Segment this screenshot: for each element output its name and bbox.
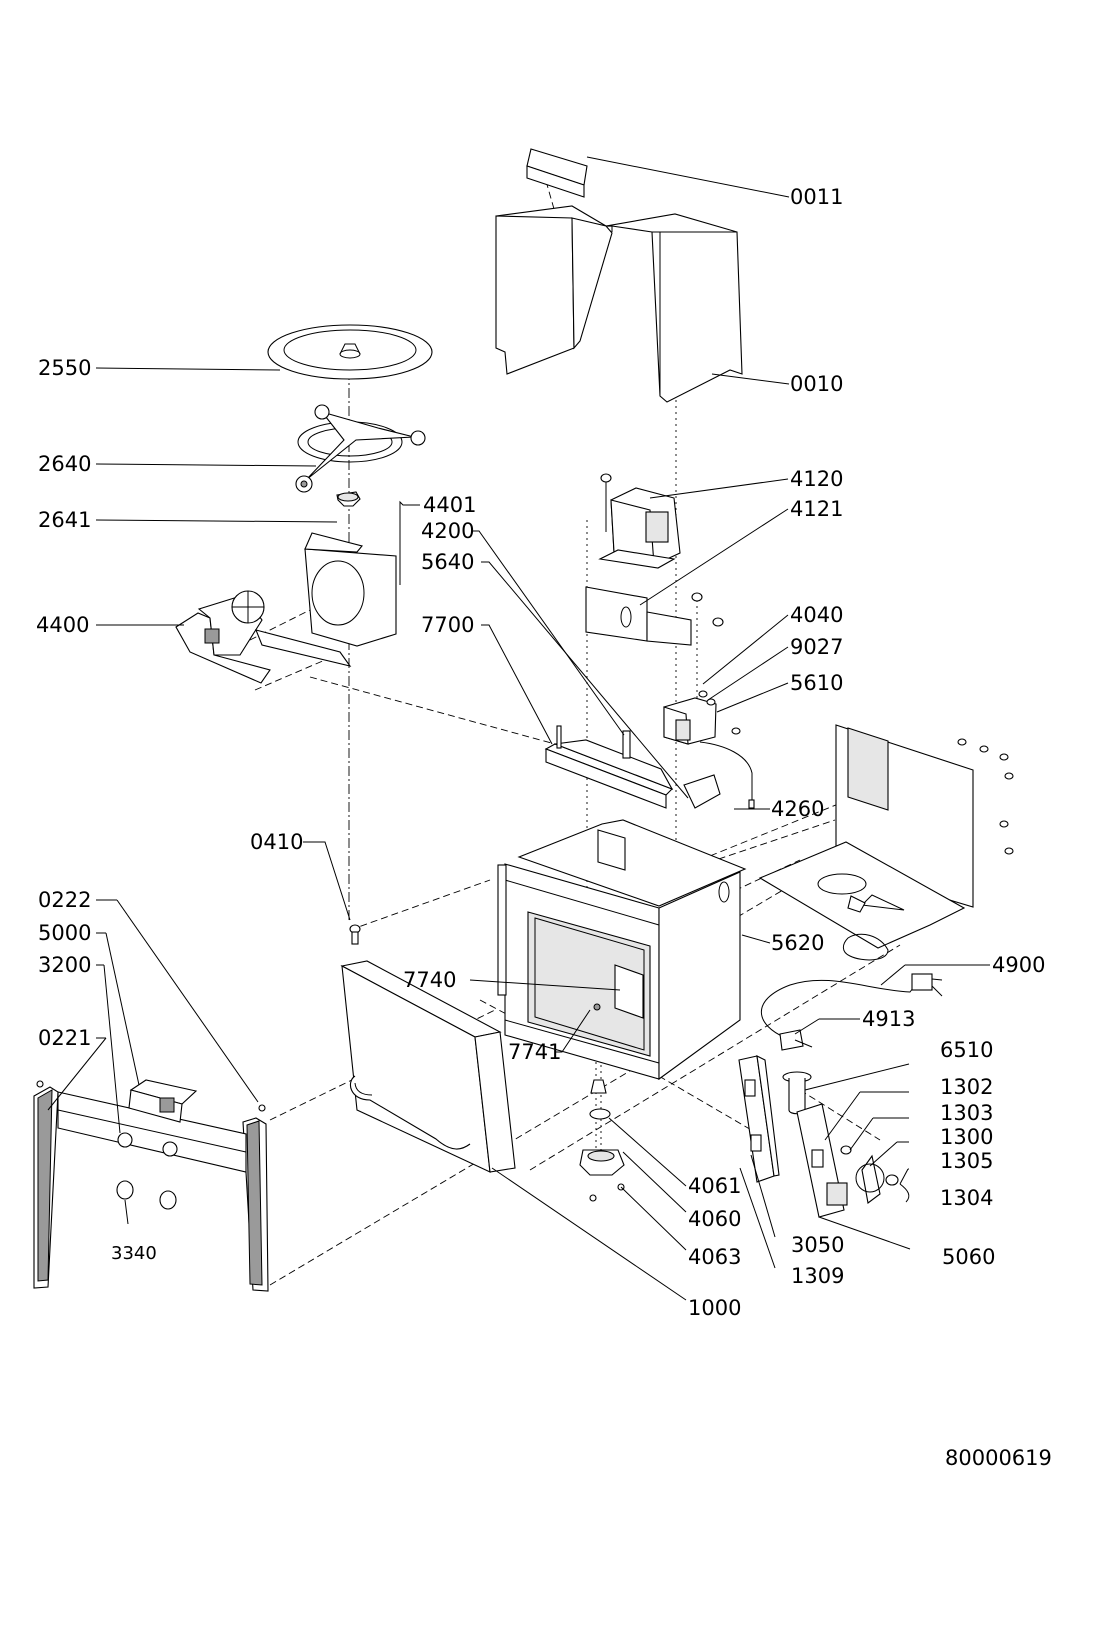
part-label-4400: 4400	[36, 613, 89, 637]
part-label-4913: 4913	[862, 1007, 915, 1031]
part-label-0011: 0011	[790, 185, 843, 209]
high-voltage-capacitor	[663, 690, 755, 809]
part-label-1302: 1302	[940, 1075, 993, 1099]
part-label-1300: 1300	[940, 1125, 993, 1149]
part-label-5000: 5000	[38, 921, 91, 945]
part-label-2640: 2640	[38, 452, 91, 476]
part-label-5640: 5640	[421, 550, 474, 574]
screw-0410	[349, 924, 361, 945]
part-label-7740: 7740	[403, 968, 456, 992]
part-label-1000: 1000	[688, 1296, 741, 1320]
main-cavity	[497, 819, 747, 1081]
part-label-0010: 0010	[790, 372, 843, 396]
part-label-4401: 4401	[423, 493, 476, 517]
part-labels: 0011 0010 2550 2640 2641 4401 4200 5640 …	[36, 185, 1045, 1320]
part-label-3050: 3050	[791, 1233, 844, 1257]
part-label-4040: 4040	[790, 603, 843, 627]
transformer	[585, 473, 724, 646]
part-label-4900: 4900	[992, 953, 1045, 977]
part-label-4121: 4121	[790, 497, 843, 521]
part-label-7700: 7700	[421, 613, 474, 637]
part-label-5620: 5620	[771, 931, 824, 955]
leader-lines	[47, 156, 990, 1301]
part-label-4061: 4061	[688, 1174, 741, 1198]
part-label-7741: 7741	[508, 1040, 561, 1064]
part-label-4120: 4120	[790, 467, 843, 491]
part-label-0410: 0410	[250, 830, 303, 854]
document-number: 80000619	[945, 1446, 1052, 1470]
part-label-5610: 5610	[790, 671, 843, 695]
part-label-5060: 5060	[942, 1245, 995, 1269]
turntable-coupler	[336, 491, 361, 507]
part-label-1309: 1309	[791, 1264, 844, 1288]
part-label-2641: 2641	[38, 508, 91, 532]
waveguide-assembly	[544, 725, 721, 809]
control-panel-frame	[33, 1079, 269, 1292]
part-label-1304: 1304	[940, 1186, 993, 1210]
capacitor-6510	[782, 1071, 812, 1115]
fan-motor-duct	[175, 532, 397, 684]
part-label-4063: 4063	[688, 1245, 741, 1269]
part-label-1303: 1303	[940, 1101, 993, 1125]
part-label-4260: 4260	[771, 797, 824, 821]
part-label-4060: 4060	[688, 1207, 741, 1231]
outer-case-cover	[495, 148, 743, 403]
roller-ring-support	[295, 404, 426, 493]
part-label-2550: 2550	[38, 356, 91, 380]
part-label-0222: 0222	[38, 888, 91, 912]
part-label-3340: 3340	[111, 1243, 157, 1264]
door-panel	[340, 960, 516, 1173]
part-label-3200: 3200	[38, 953, 91, 977]
part-label-1305: 1305	[940, 1149, 993, 1173]
rear-panel-and-base	[758, 724, 1014, 961]
door-switch-assembly	[738, 1055, 910, 1218]
part-label-6510: 6510	[940, 1038, 993, 1062]
part-label-4200: 4200	[421, 519, 474, 543]
turntable-motor	[579, 1079, 625, 1202]
power-cord	[761, 973, 943, 1051]
turntable-glass-plate	[267, 324, 433, 380]
part-label-0221: 0221	[38, 1026, 91, 1050]
part-label-9027: 9027	[790, 635, 843, 659]
